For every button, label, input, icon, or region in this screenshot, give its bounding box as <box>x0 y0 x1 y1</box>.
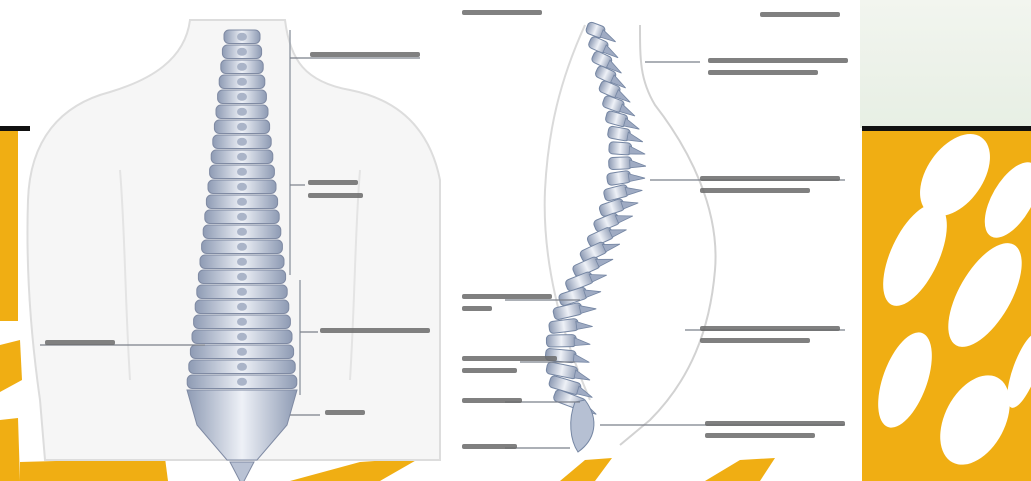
vertebra-posterior <box>224 30 260 44</box>
lateral-illegible-labels <box>462 10 848 449</box>
vertebra-posterior <box>203 225 281 239</box>
vertebra-lateral <box>609 142 646 157</box>
vertebra-posterior <box>194 315 291 329</box>
vertebra-posterior <box>200 255 284 269</box>
lateral-view <box>462 10 848 452</box>
vertebra-lateral <box>609 156 646 169</box>
vertebra-posterior <box>190 345 293 359</box>
right-black-rule <box>862 126 1031 131</box>
vertebra-posterior <box>206 195 277 209</box>
vertebra-posterior <box>211 150 273 164</box>
vertebra-posterior <box>219 75 265 89</box>
posterior-view <box>28 20 441 481</box>
right-yellow-decoration <box>862 121 1031 481</box>
vertebra-posterior <box>213 135 271 149</box>
vertebra-posterior <box>214 120 269 134</box>
lateral-body-outline <box>620 25 716 445</box>
right-green-panel <box>860 0 1031 128</box>
sacrum-lateral <box>571 400 594 452</box>
spine-lateral-icon <box>545 21 646 452</box>
vertebra-posterior <box>192 330 292 344</box>
vertebra-posterior <box>202 240 283 254</box>
left-black-rule <box>0 126 30 131</box>
vertebra-posterior <box>221 60 263 74</box>
vertebra-posterior <box>216 105 268 119</box>
vertebra-posterior <box>189 360 295 374</box>
vertebra-posterior <box>195 300 289 314</box>
bottom-yellow-slashes <box>290 458 775 481</box>
vertebra-posterior <box>197 285 287 299</box>
vertebra-posterior <box>218 90 267 104</box>
vertebra-lateral <box>546 334 590 347</box>
vertebra-lateral <box>606 168 645 185</box>
vertebra-posterior <box>210 165 275 179</box>
vertebra-posterior <box>198 270 285 284</box>
vertebra-posterior <box>222 45 261 59</box>
vertebra-posterior <box>208 180 276 194</box>
vertebra-lateral <box>549 317 593 334</box>
vertebra-posterior <box>205 210 279 224</box>
vertebra-posterior <box>187 375 297 389</box>
